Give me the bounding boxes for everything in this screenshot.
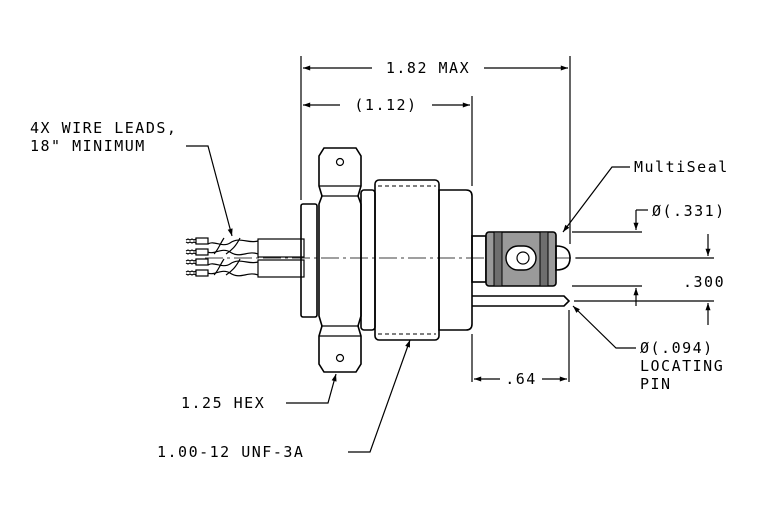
dim-overall-length: 1.82 MAX (303, 59, 568, 77)
washer (360, 189, 376, 331)
body-length-label: (1.12) (354, 96, 417, 114)
front-barrel (438, 189, 473, 331)
pin-diameter-label: Ø(.094) (640, 339, 714, 357)
callout-hex: 1.25 HEX (181, 373, 337, 412)
pin-offset-label: .300 (683, 273, 725, 291)
callout-locating-pin: Ø(.094) LOCATING PIN (572, 305, 724, 393)
wire-leads (185, 237, 305, 278)
threaded-body (374, 179, 440, 341)
wire-leads-line2: 18" MINIMUM (30, 137, 146, 155)
dim-receptacle-diameter: Ø(.331) (633, 202, 726, 306)
locating-pin (472, 295, 571, 307)
multiseal-label: MultiSeal (634, 158, 729, 176)
receptacle-diameter-label: Ø(.331) (652, 202, 726, 220)
callout-wire-leads: 4X WIRE LEADS, 18" MINIMUM (30, 119, 233, 237)
overall-length-label: 1.82 MAX (386, 59, 470, 77)
dim-pin-offset: .300 (683, 234, 725, 325)
extension-lines (300, 56, 714, 382)
multiseal-receptacle (471, 231, 571, 287)
wire-tips (185, 237, 209, 277)
hex-label: 1.25 HEX (181, 394, 265, 412)
wire-sheath-upper (257, 238, 305, 258)
pin-length-label: .64 (505, 370, 537, 388)
dim-body-length: (1.12) (303, 96, 470, 114)
rear-flange (300, 203, 318, 318)
hex-nut (318, 147, 362, 373)
callout-thread: 1.00-12 UNF-3A (157, 339, 411, 461)
wire-sheath-lower (257, 259, 305, 278)
thread-label: 1.00-12 UNF-3A (157, 443, 304, 461)
locating-pin-line2: PIN (640, 375, 672, 393)
wire-leads-line1: 4X WIRE LEADS, (30, 119, 177, 137)
callout-multiseal: MultiSeal (562, 158, 729, 233)
locating-pin-line1: LOCATING (640, 357, 724, 375)
dim-pin-length: .64 (474, 370, 567, 388)
